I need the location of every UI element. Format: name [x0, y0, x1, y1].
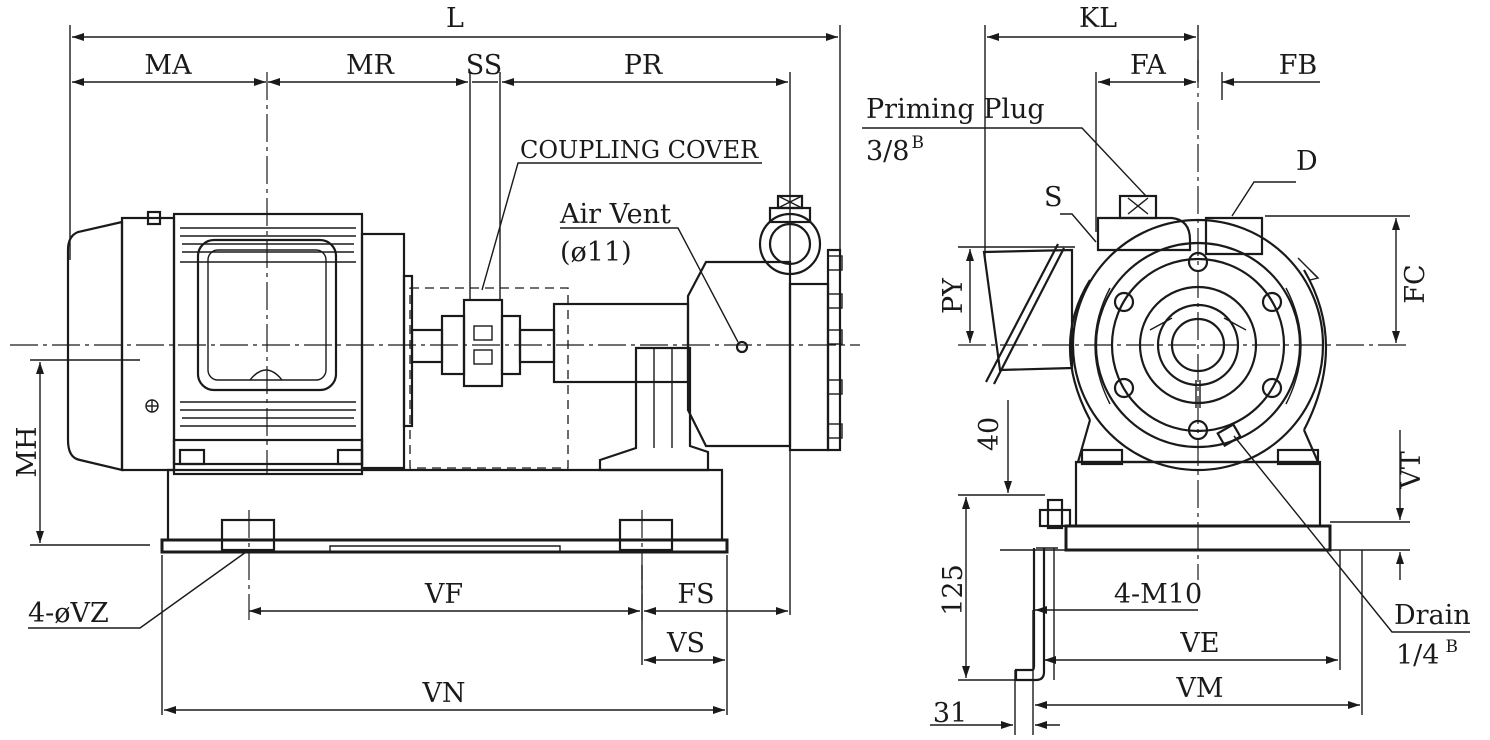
label-VF: VF — [424, 579, 463, 610]
drain-size: 1/4 — [1396, 640, 1439, 671]
pump-casing — [552, 194, 843, 472]
label-S: S — [1044, 182, 1063, 213]
label-4-VZ: 4-øVZ — [28, 598, 109, 629]
label-PY: PY — [938, 277, 969, 314]
label-KL: KL — [1079, 3, 1117, 34]
priming-plug-size: 3/8 — [866, 136, 909, 167]
label-MR: MR — [346, 50, 395, 81]
label-VM: VM — [1175, 673, 1223, 704]
label-40: 40 — [974, 417, 1005, 451]
label-D: D — [1296, 146, 1318, 177]
drain-label: Drain — [1394, 600, 1471, 631]
side-view: L MA MR SS PR COUPLING COVER Air Vent (ø… — [10, 3, 860, 715]
motor — [66, 210, 414, 476]
base-front — [1064, 448, 1332, 552]
casing-bolts — [827, 255, 843, 439]
center-lines-side — [10, 72, 860, 620]
label-MH: MH — [12, 426, 43, 477]
label-FB: FB — [1279, 50, 1318, 81]
label-SS: SS — [466, 50, 503, 81]
drain-size-label: 1/4 B — [1396, 637, 1458, 671]
label-FA: FA — [1130, 50, 1166, 81]
fan-cover-front — [982, 243, 1074, 385]
label-4-M10: 4-M10 — [1114, 579, 1202, 610]
foundation-bolt — [1014, 498, 1072, 682]
dimension-lines-front — [930, 33, 1404, 729]
dimension-lines-side — [36, 33, 838, 714]
label-FS: FS — [677, 579, 714, 610]
label-VE: VE — [1179, 628, 1219, 659]
leaders-front — [862, 127, 1470, 633]
drain-size-sup: B — [1445, 637, 1458, 657]
base-side — [160, 468, 729, 554]
label-VT: VT — [1396, 451, 1427, 490]
label-VN: VN — [421, 678, 465, 709]
label-PR: PR — [624, 50, 663, 81]
pump-body-front — [1069, 194, 1328, 472]
front-flange-bolts — [1113, 251, 1283, 441]
label-VS: VS — [666, 628, 705, 659]
label-L: L — [446, 3, 464, 34]
label-MA: MA — [144, 50, 192, 81]
coupling — [409, 287, 569, 469]
priming-plug-label: Priming Plug — [866, 94, 1045, 125]
air-vent-label: Air Vent — [559, 199, 671, 230]
priming-plug-size-sup: B — [911, 133, 924, 153]
label-125: 125 — [938, 564, 969, 616]
leaders-side — [28, 162, 762, 629]
air-vent-size-label: (ø11) — [560, 237, 632, 268]
front-view: KL FA FB Priming Plug 3/8B D S PY FC 40 … — [862, 3, 1471, 735]
coupling-cover-label: COUPLING COVER — [520, 136, 759, 164]
label-31: 31 — [933, 698, 967, 729]
label-FC: FC — [1400, 264, 1431, 303]
